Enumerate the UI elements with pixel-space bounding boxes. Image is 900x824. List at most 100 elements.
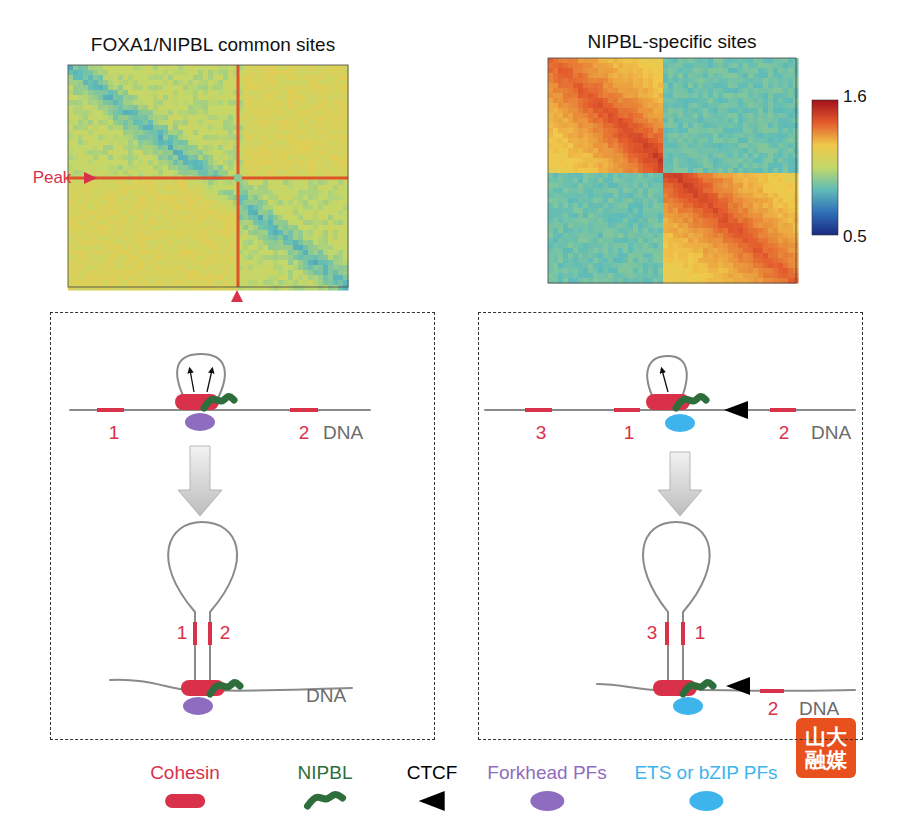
heat-cell	[168, 235, 174, 241]
heat-cell	[133, 200, 139, 206]
heat-cell	[178, 85, 184, 91]
heat-cell	[223, 125, 229, 131]
heat-cell	[173, 140, 179, 146]
heat-cell	[158, 155, 164, 161]
heat-cell	[308, 130, 314, 136]
heat-cell	[108, 115, 114, 121]
heat-cell	[258, 130, 264, 136]
heat-cell	[88, 235, 94, 241]
heat-cell	[193, 195, 199, 201]
heat-cell	[303, 165, 309, 171]
heat-cell	[308, 95, 314, 101]
heat-cell	[93, 155, 99, 161]
heat-cell	[178, 185, 184, 191]
heat-cell	[143, 240, 149, 246]
heat-cell	[313, 170, 319, 176]
heat-cell	[313, 210, 319, 216]
heat-cell	[128, 160, 134, 166]
heat-cell	[293, 70, 299, 76]
heat-cell	[268, 145, 274, 151]
heat-cell	[293, 140, 299, 146]
heat-cell	[278, 215, 284, 221]
heat-cell	[208, 220, 214, 226]
heat-cell	[253, 95, 259, 101]
heat-cell	[208, 205, 214, 211]
heatmap-common	[68, 65, 349, 291]
heat-cell	[148, 190, 154, 196]
heat-cell	[328, 100, 334, 106]
heat-cell	[163, 215, 169, 221]
heat-cell	[148, 200, 154, 206]
heat-cell	[208, 155, 214, 161]
heat-cell	[68, 100, 74, 106]
heat-cell	[108, 120, 114, 126]
heat-cell	[273, 115, 279, 121]
heat-cell	[308, 195, 314, 201]
heat-cell	[153, 70, 159, 76]
heat-cell	[283, 105, 289, 111]
heat-cell	[83, 215, 89, 221]
heat-cell	[288, 185, 294, 191]
heat-cell	[188, 155, 194, 161]
heat-cell	[78, 220, 84, 226]
heat-cell	[273, 130, 279, 136]
heat-cell	[83, 130, 89, 136]
heat-cell	[263, 230, 269, 236]
heat-cell	[163, 130, 169, 136]
heat-cell	[228, 185, 234, 191]
heat-cell	[183, 150, 189, 156]
heat-cell	[248, 155, 254, 161]
heat-cell	[318, 125, 324, 131]
heat-cell	[333, 110, 339, 116]
heat-cell	[318, 195, 324, 201]
heat-cell	[313, 185, 319, 191]
heat-cell	[263, 200, 269, 206]
heat-cell	[273, 235, 279, 241]
heat-cell	[293, 125, 299, 131]
heat-cell	[148, 110, 154, 116]
heat-cell	[113, 210, 119, 216]
heat-cell	[113, 125, 119, 131]
heat-cell	[203, 85, 209, 91]
heat-cell	[293, 190, 299, 196]
heat-cell	[158, 105, 164, 111]
heat-cell	[188, 125, 194, 131]
heat-cell	[273, 65, 279, 71]
heat-cell	[178, 120, 184, 126]
heat-cell	[123, 185, 129, 191]
heat-cell	[188, 225, 194, 231]
heat-cell	[203, 125, 209, 131]
heat-cell	[243, 195, 249, 201]
heat-cell	[123, 65, 129, 71]
heat-cell	[308, 215, 314, 221]
heat-cell	[113, 185, 119, 191]
heat-cell	[163, 75, 169, 81]
heat-cell	[203, 225, 209, 231]
heat-cell	[318, 115, 324, 121]
heat-cell	[263, 105, 269, 111]
heat-cell	[83, 190, 89, 196]
heat-cell	[88, 200, 94, 206]
heat-cell	[218, 170, 224, 176]
heat-cell	[223, 185, 229, 191]
heat-cell	[68, 90, 74, 96]
heat-cell	[198, 180, 204, 186]
heat-cell	[83, 195, 89, 201]
heat-cell	[163, 100, 169, 106]
heat-cell	[298, 155, 304, 161]
heat-cell	[93, 215, 99, 221]
heat-cell	[88, 95, 94, 101]
heat-cell	[128, 110, 134, 116]
heat-cell	[203, 220, 209, 226]
heat-cell	[98, 80, 104, 86]
heat-cell	[288, 170, 294, 176]
heat-cell	[198, 210, 204, 216]
heat-cell	[283, 195, 289, 201]
heat-cell	[108, 150, 114, 156]
heat-cell	[223, 95, 229, 101]
heat-cell	[218, 160, 224, 166]
heat-cell	[313, 65, 319, 71]
heat-cell	[213, 240, 219, 246]
heat-cell	[133, 205, 139, 211]
heat-cell	[93, 165, 99, 171]
